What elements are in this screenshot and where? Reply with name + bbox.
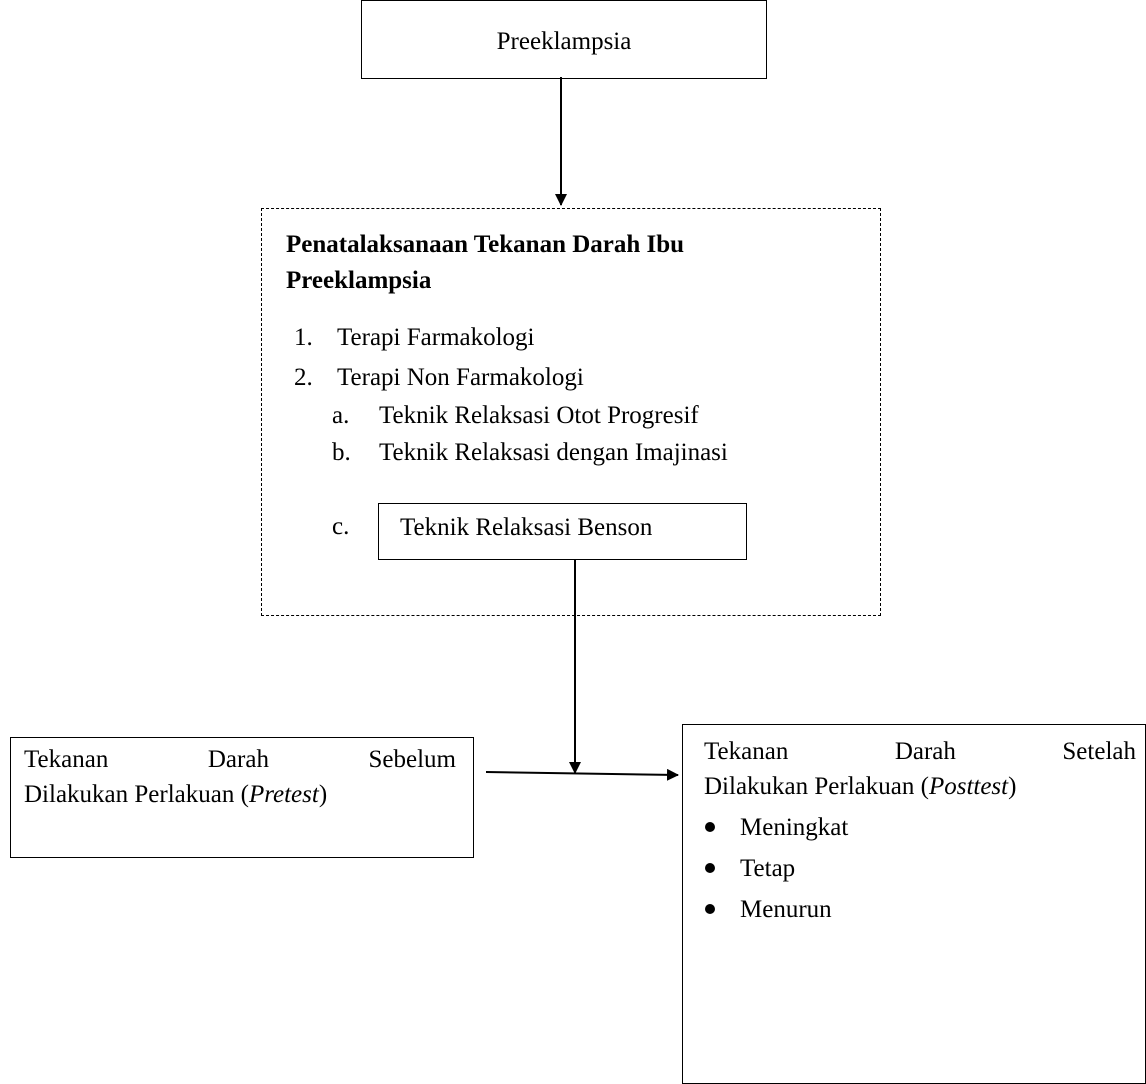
arrow-pretest-to-posttest [485,768,679,781]
pretest-word-3: Sebelum [368,746,457,773]
pretest-word-2: Darah [207,746,269,773]
bullet-icon [705,822,715,832]
list-marker-1: 1. [294,324,313,351]
benson-box: Teknik Relaksasi Benson [378,503,747,560]
posttest-line2-suffix: ) [1008,773,1017,800]
outcome-menurun: Menurun [740,896,832,923]
sublist-item-imajinasi: Teknik Relaksasi dengan Imajinasi [379,439,728,466]
sublist-item-otot-progresif: Teknik Relaksasi Otot Progresif [379,402,699,429]
posttest-line2-prefix: Dilakukan Perlakuan ( [704,773,929,800]
posttest-word-1: Tekanan [704,738,789,765]
management-box [261,208,881,616]
bullet-icon [705,904,715,914]
posttest-line1: Tekanan Darah Setelah [704,739,1136,764]
management-title-line1: Penatalaksanaan Tekanan Darah Ibu [286,231,685,258]
outcome-meningkat: Meningkat [740,814,849,841]
pretest-label: Pretest [248,781,319,808]
pretest-line2-prefix: Dilakukan Perlakuan ( [24,781,249,808]
management-title-line2: Preeklampsia [286,267,432,294]
pretest-box [10,737,474,858]
pretest-line2: Dilakukan Perlakuan (Pretest) [24,782,327,807]
list-marker-2: 2. [294,364,313,391]
pretest-word-1: Tekanan [24,746,109,773]
list-item-terapi-farmakologi: Terapi Farmakologi [337,324,535,351]
posttest-label: Posttest [928,773,1009,800]
posttest-word-3: Setelah [1062,738,1136,765]
outcome-tetap: Tetap [740,855,796,882]
preeklampsia-label: Preeklampsia [496,28,632,55]
sublist-marker-c: c. [332,513,350,540]
pretest-line1: Tekanan Darah Sebelum [24,747,456,772]
sublist-marker-a: a. [332,402,350,429]
preeklampsia-box: Preeklampsia [361,0,767,79]
bullet-icon [705,863,715,873]
sublist-marker-b: b. [332,439,351,466]
pretest-line2-suffix: ) [318,781,328,808]
list-item-terapi-non-farmakologi: Terapi Non Farmakologi [337,364,584,391]
posttest-line2: Dilakukan Perlakuan (Posttest) [704,774,1016,799]
posttest-word-2: Darah [894,738,956,765]
sublist-item-benson: Teknik Relaksasi Benson [400,514,653,541]
